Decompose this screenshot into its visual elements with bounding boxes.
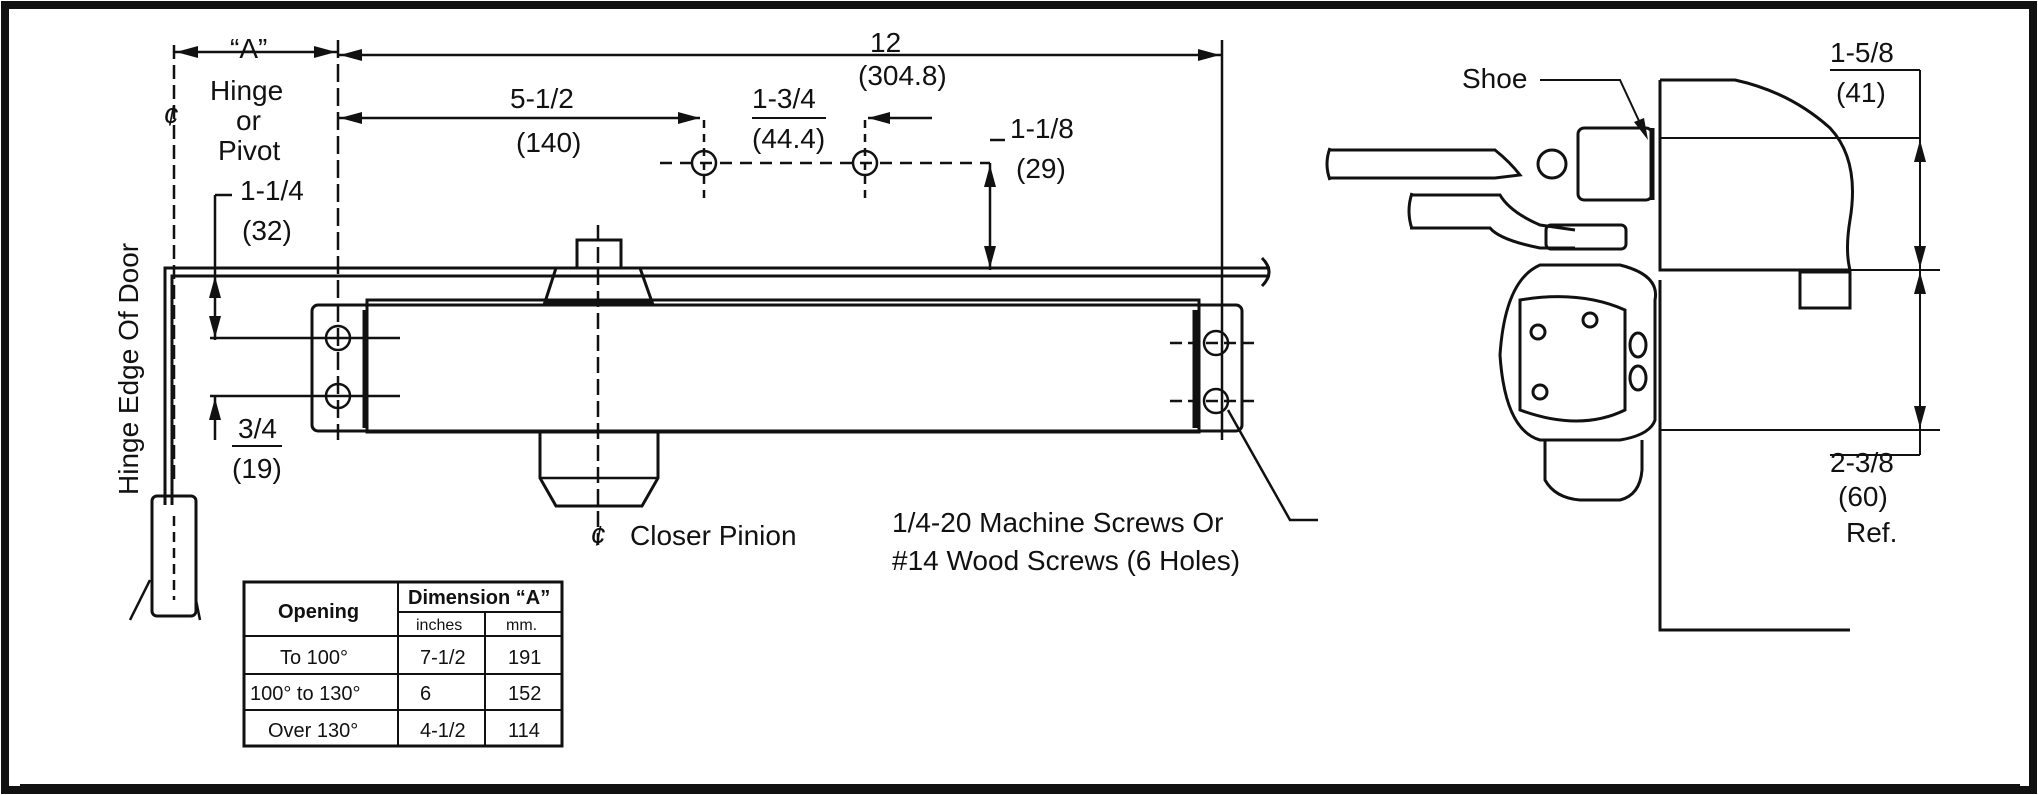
- table-cell: 4-1/2: [420, 720, 466, 742]
- label-1-5-8: 1-5/8: [1830, 37, 1894, 68]
- arrow-1-1-4-top: [209, 276, 221, 298]
- label-1-3-4: 1-3/4: [752, 83, 816, 114]
- arrow-side-4: [1914, 406, 1926, 428]
- door-edge-inner: [170, 274, 1270, 505]
- main-arm: [1328, 148, 1523, 180]
- forearm-break: [1407, 192, 1414, 230]
- closer-body: [310, 303, 1244, 433]
- closer-cover: [365, 298, 1201, 434]
- arrow-side-1: [1914, 140, 1926, 162]
- label-2-3-8-mm: (60): [1838, 481, 1888, 512]
- arrow-side-3: [1914, 272, 1926, 294]
- door-edge: [163, 266, 1270, 505]
- label-ref: Ref.: [1846, 517, 1897, 548]
- end-cap: [1518, 295, 1627, 423]
- table-sub-inches: inches: [416, 617, 462, 634]
- label-5-1-2-mm: (140): [516, 127, 581, 158]
- label-overall: 12: [870, 27, 901, 58]
- label-or: or: [236, 105, 261, 136]
- stop: [1798, 270, 1852, 310]
- label-screws-1: 1/4-20 Machine Screws Or: [892, 507, 1223, 538]
- table-cell: 114: [508, 720, 540, 742]
- table-cell: 6: [420, 683, 431, 705]
- closer-side: [1498, 263, 1658, 442]
- arrow-12-right: [1198, 49, 1220, 61]
- label-2-3-8: 2-3/8: [1830, 447, 1894, 478]
- valve-2: [1628, 364, 1648, 392]
- label-pivot: Pivot: [218, 135, 280, 166]
- arrow-5-1-2-left: [340, 112, 362, 124]
- cap-screw-2: [1581, 311, 1599, 329]
- valve-1: [1628, 331, 1648, 359]
- table-cell: 7-1/2: [420, 647, 466, 669]
- arm-break: [1325, 147, 1332, 181]
- dimension-table-text: Opening Dimension “A” inches mm. To 100°…: [250, 587, 550, 742]
- side-view: [1325, 69, 1940, 632]
- arrow-1-3-4: [868, 112, 890, 124]
- arrow-1-1-4-bottom: [209, 316, 221, 338]
- label-1-5-8-mm: (41): [1836, 77, 1886, 108]
- label-1-3-4-mm: (44.4): [752, 123, 825, 154]
- side-arrows: [1634, 118, 1926, 428]
- table-cell: To 100°: [280, 647, 348, 669]
- arrow-1-1-8-bottom: [984, 246, 996, 268]
- label-screws-2: #14 Wood Screws (6 Holes): [892, 545, 1240, 576]
- table-cell: 100° to 130°: [250, 683, 361, 705]
- label-3-4-mm: (19): [232, 453, 282, 484]
- arrow-5-1-2-right: [678, 112, 700, 124]
- arrow-3-4: [209, 398, 221, 420]
- table-cell: Over 130°: [268, 720, 358, 742]
- table-cell: 191: [508, 647, 541, 669]
- label-closer-pinion: Closer Pinion: [630, 520, 797, 551]
- label-1-1-8-mm: (29): [1016, 153, 1066, 184]
- label-1-1-4-mm: (32): [242, 215, 292, 246]
- screws-leader: [1226, 409, 1318, 522]
- forearm: [1410, 193, 1576, 250]
- arrow-shoe: [1634, 118, 1648, 140]
- arrow-1-1-8-top: [984, 165, 996, 187]
- jamb-outline: [1658, 78, 1854, 272]
- table-sub-mm: mm.: [506, 617, 537, 634]
- pinion-cap: [1544, 223, 1628, 251]
- shoe-body: [1576, 126, 1654, 202]
- pinion-top: [542, 266, 655, 304]
- arrow-12-left: [340, 49, 362, 61]
- label-1-1-4: 1-1/4: [240, 175, 304, 206]
- shoe-leader: [1540, 79, 1647, 137]
- pinion-centerline-symbol: ¢: [590, 520, 606, 551]
- door-outline: [1658, 280, 1850, 632]
- arrow-side-2: [1914, 246, 1926, 268]
- hinge-leaf-line-2: [194, 599, 202, 621]
- front-labels: “A” Hinge or Pivot ¢ 12 (304.8) 5-1/2 (1…: [113, 27, 1240, 576]
- table-cell: 152: [508, 683, 541, 705]
- pinion-bottom: [538, 432, 660, 508]
- label-dim-a: “A”: [230, 33, 267, 64]
- table-border: [242, 580, 564, 748]
- cap-screw-1: [1529, 323, 1547, 341]
- label-shoe: Shoe: [1462, 63, 1527, 94]
- cap-screw-3: [1531, 383, 1549, 401]
- hinge-leaf-line: [128, 579, 152, 621]
- label-hinge: Hinge: [210, 75, 283, 106]
- table-header-opening: Opening: [278, 601, 359, 623]
- table-header-dimension: Dimension “A”: [408, 587, 550, 609]
- label-5-1-2: 5-1/2: [510, 83, 574, 114]
- arrow-a-right: [314, 46, 336, 58]
- front-arrows: [176, 46, 1220, 420]
- door-break: [1260, 256, 1271, 288]
- shoe-pivot: [1536, 148, 1568, 180]
- label-hinge-edge: Hinge Edge Of Door: [113, 243, 144, 495]
- hinge-knuckle: [150, 494, 198, 618]
- pinion-lower: [1543, 440, 1644, 502]
- hinge-centerline-symbol: ¢: [163, 100, 179, 131]
- dimension-table: [242, 580, 564, 748]
- label-1-1-8: 1-1/8: [1010, 113, 1074, 144]
- side-labels: Shoe 1-5/8 (41) 2-3/8 (60) Ref.: [1462, 37, 1897, 548]
- label-overall-mm: (304.8): [858, 60, 947, 91]
- label-3-4: 3/4: [238, 413, 277, 444]
- arrow-a-left: [176, 46, 198, 58]
